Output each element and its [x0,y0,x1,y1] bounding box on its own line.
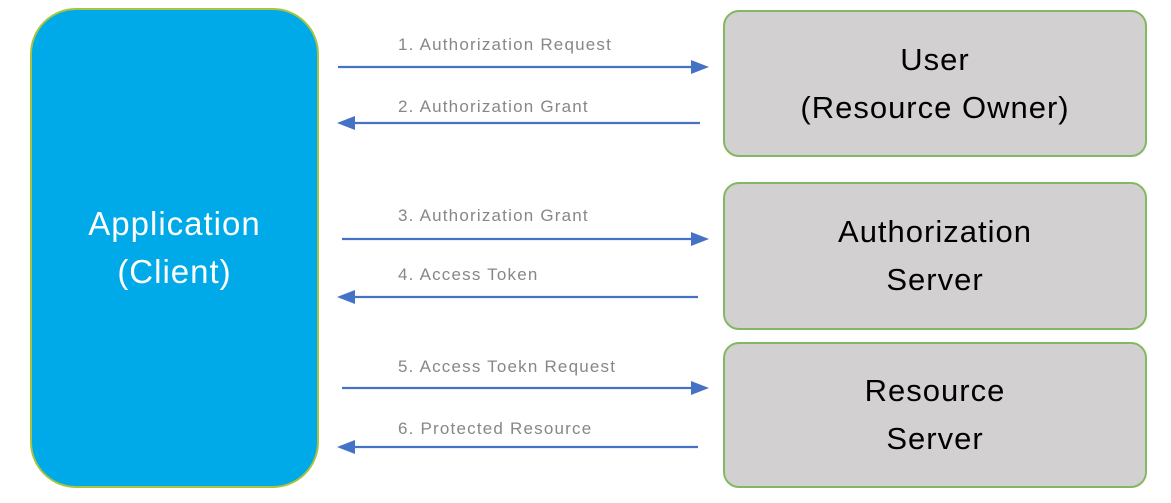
node-application-client: Application (Client) [30,8,319,488]
arrow-label-access-token: 4. Access Token [398,265,539,284]
arrow-label-authorization-grant-2: 2. Authorization Grant [398,97,589,116]
node-application-client-line1: Application [88,205,261,242]
arrow-6-protected-resource [337,440,698,454]
arrow-3-authorization-grant [342,232,709,246]
node-user-resource-owner: User (Resource Owner) [723,10,1147,157]
node-authorization-server: Authorization Server [723,182,1147,330]
arrow-2-authorization-grant [337,116,700,130]
arrow-label-protected-resource: 6. Protected Resource [398,419,593,438]
arrow-5-head-icon [691,381,709,395]
arrow-label-authorization-grant-3: 3. Authorization Grant [398,206,589,225]
arrow-2-head-icon [337,116,355,130]
arrow-1-head-icon [691,60,709,74]
node-user-line1: User [900,41,970,77]
node-resource-server: Resource Server [723,342,1147,488]
node-authorization-server-line1: Authorization [838,214,1032,249]
arrow-label-authorization-request: 1. Authorization Request [398,35,613,54]
node-resource-server-line1: Resource [864,373,1006,408]
arrow-label-access-token-request: 5. Access Toekn Request [398,357,617,376]
arrow-1-authorization-request [338,60,709,74]
arrow-3-head-icon [691,232,709,246]
node-application-client-line2: (Client) [117,253,232,290]
node-authorization-server-line2: Server [886,262,984,297]
arrow-4-head-icon [337,290,355,304]
arrow-5-access-token-request [342,381,709,395]
arrow-4-access-token [337,290,698,304]
arrow-6-head-icon [337,440,355,454]
node-user-line2: (Resource Owner) [800,89,1070,125]
node-resource-server-line2: Server [886,421,984,456]
